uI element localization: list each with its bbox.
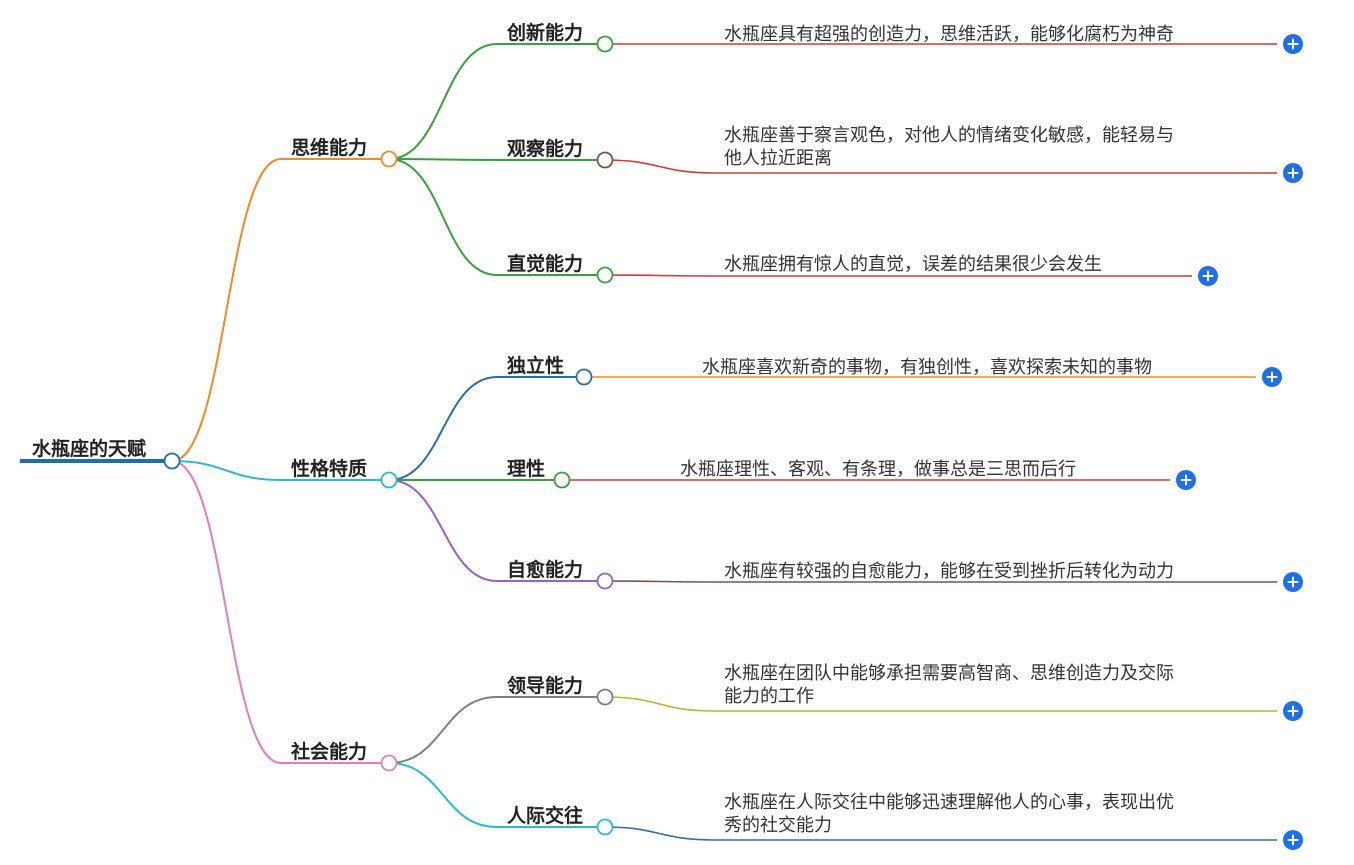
expand-plus-icon[interactable] [1176,470,1196,490]
branch-connector [171,460,282,764]
subtopic-label[interactable]: 人际交往 [507,804,583,827]
detail-text: 秀的社交能力 [724,815,832,836]
branch-connector [171,460,282,481]
child-connector [388,158,498,161]
detail-connector [604,826,715,841]
expand-plus-icon[interactable] [1262,367,1282,387]
root-topic-label[interactable]: 水瓶座的天赋 [32,437,146,460]
branch-label[interactable]: 社会能力 [290,740,367,763]
subtopic-label[interactable]: 观察能力 [507,137,583,160]
child-connector [388,158,498,276]
collapse-knob-icon[interactable] [575,368,593,386]
subtopic-label[interactable]: 领导能力 [507,674,583,697]
collapse-knob-icon[interactable] [596,818,614,836]
detail-text: 水瓶座善于察言观色，对他人的情绪变化敏感，能轻易与 [724,125,1174,146]
detail-connector [604,274,715,277]
branch-label[interactable]: 思维能力 [291,136,367,159]
expand-plus-icon[interactable] [1283,572,1303,592]
child-connector [388,376,498,481]
expand-plus-icon[interactable] [1198,266,1218,286]
collapse-knob-icon[interactable] [380,150,398,168]
detail-connector [604,580,715,583]
child-connector [388,479,498,582]
subtopic-label[interactable]: 独立性 [507,354,564,377]
detail-text: 水瓶座喜欢新奇的事物，有独创性，喜欢探索未知的事物 [702,357,1152,378]
detail-connector [604,159,715,174]
subtopic-label[interactable]: 自愈能力 [507,558,583,581]
expand-plus-icon[interactable] [1283,830,1303,850]
collapse-knob-icon[interactable] [163,452,181,470]
child-connector [388,762,498,828]
detail-text: 能力的工作 [724,686,814,707]
mind-map-connectors [20,43,1277,841]
expand-plus-icon[interactable] [1283,163,1303,183]
branch-connector [171,158,282,462]
detail-text: 水瓶座理性、客观、有条理，做事总是三思而后行 [680,459,1076,480]
collapse-knob-icon[interactable] [596,151,614,169]
collapse-knob-icon[interactable] [596,35,614,53]
detail-connector [604,696,715,712]
child-connector [388,43,498,160]
expand-plus-icon[interactable] [1283,701,1303,721]
collapse-knob-icon[interactable] [380,754,398,772]
expand-plus-icon[interactable] [1283,34,1303,54]
collapse-knob-icon[interactable] [596,688,614,706]
subtopic-label[interactable]: 创新能力 [506,21,583,44]
subtopic-label[interactable]: 理性 [507,457,545,480]
detail-text: 他人拉近距离 [724,148,832,169]
detail-text: 水瓶座拥有惊人的直觉，误差的结果很少会发生 [724,254,1102,275]
detail-text: 水瓶座有较强的自愈能力，能够在受到挫折后转化为动力 [724,561,1174,582]
child-connector [388,696,498,764]
detail-text: 水瓶座在团队中能够承担需要高智商、思维创造力及交际 [724,663,1174,684]
branch-label[interactable]: 性格特质 [291,457,367,480]
subtopic-label[interactable]: 直觉能力 [507,252,583,275]
collapse-knob-icon[interactable] [380,471,398,489]
collapse-knob-icon[interactable] [553,471,571,489]
collapse-knob-icon[interactable] [596,266,614,284]
detail-text: 水瓶座在人际交往中能够迅速理解他人的心事，表现出优 [724,792,1174,813]
mind-map-nodes: 水瓶座的天赋 思维能力 创新能力 水瓶座具有超强的创造力，思维活跃，能够化腐朽为神奇观… [32,21,1303,850]
detail-text: 水瓶座具有超强的创造力，思维活跃，能够化腐朽为神奇 [724,24,1174,45]
collapse-knob-icon[interactable] [596,572,614,590]
